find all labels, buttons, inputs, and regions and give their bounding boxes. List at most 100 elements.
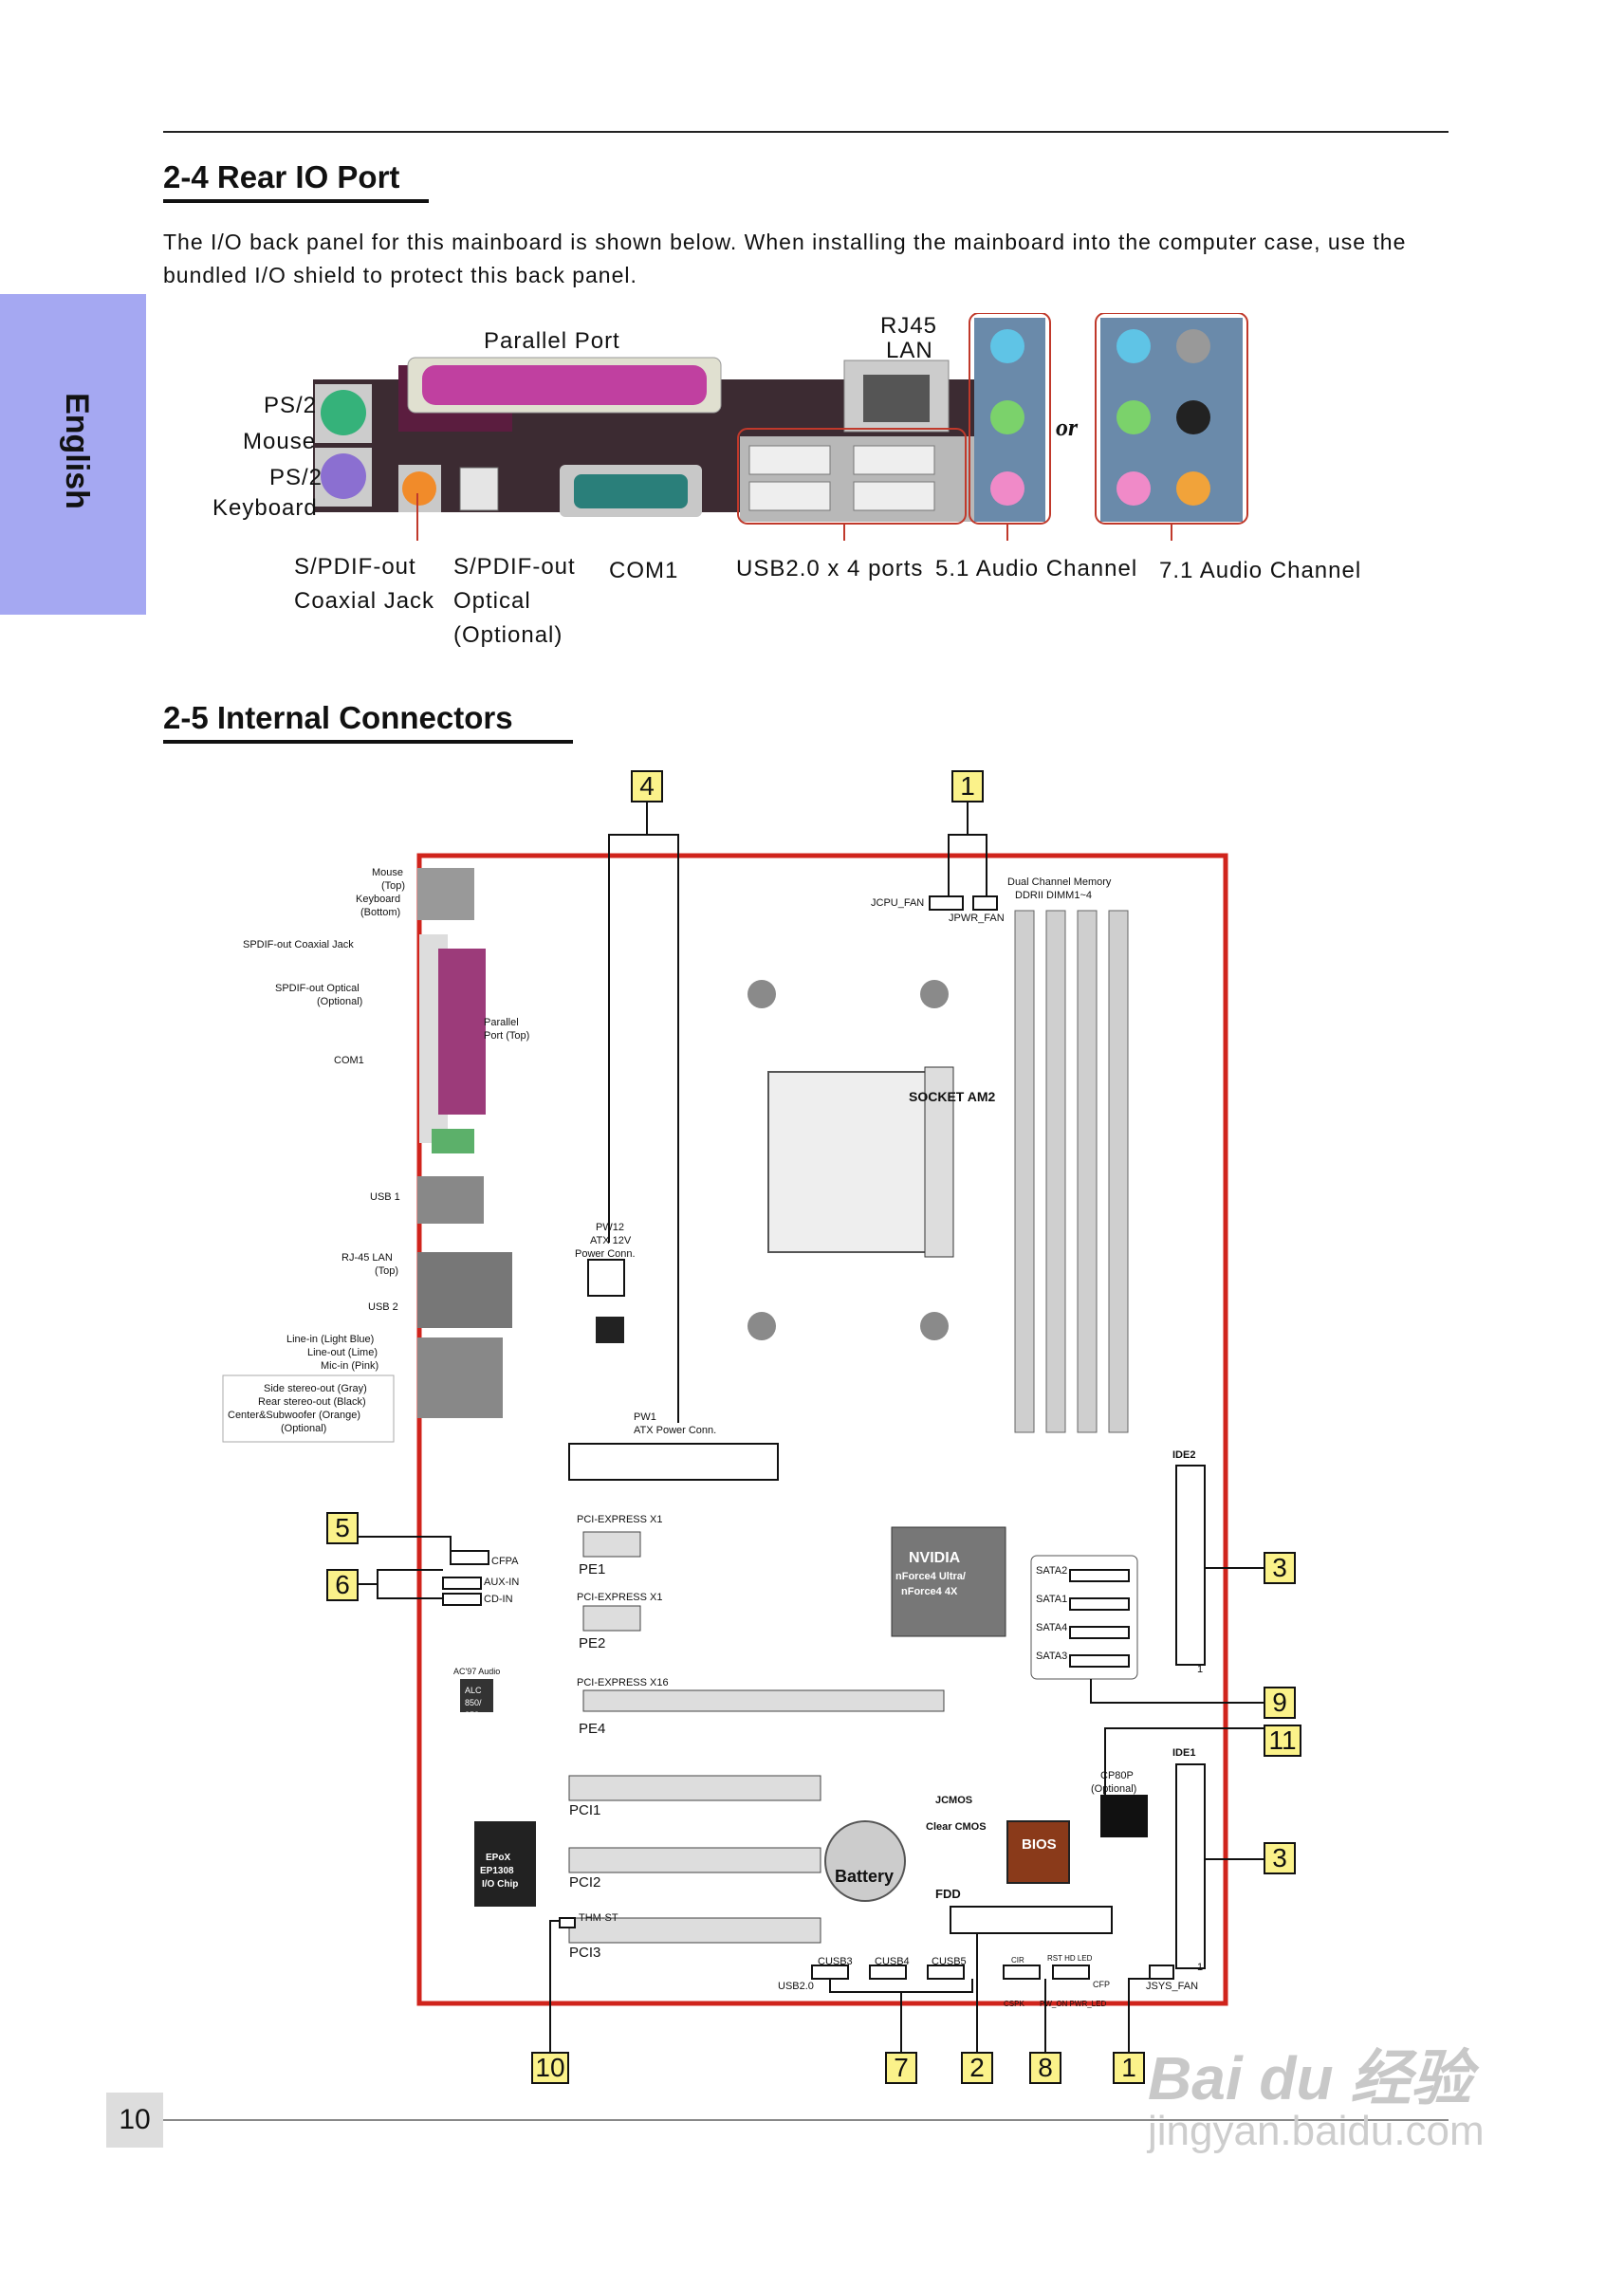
- bl-dimm-2: DDRII DIMM1~4: [1015, 890, 1092, 901]
- bl-cusb4: CUSB4: [875, 1956, 910, 1967]
- label-rj45: RJ45: [880, 313, 938, 339]
- bl-cspk: CSPK: [1004, 2000, 1024, 2008]
- page-number: 10: [106, 2093, 163, 2148]
- bl-line-in: Line-in (Light Blue): [286, 1334, 375, 1345]
- bl-jsys-fan: JSYS_FAN: [1146, 1981, 1199, 1992]
- callout-7: 7: [885, 2052, 917, 2084]
- bl-cfpa: CFPA: [491, 1556, 519, 1567]
- bl-cp80p-opt: (Optional): [1091, 1783, 1137, 1795]
- label-spdif-coax-1: S/PDIF-out: [294, 554, 416, 580]
- bl-cd-in: CD-IN: [484, 1594, 513, 1605]
- bl-sata2: SATA2: [1036, 1565, 1068, 1577]
- label-audio-51: 5.1 Audio Channel: [935, 556, 1138, 581]
- bl-sata3: SATA3: [1036, 1651, 1068, 1662]
- bl-pci3: PCI3: [569, 1945, 601, 1961]
- bl-clear-cmos: Clear CMOS: [926, 1821, 987, 1833]
- label-usb: USB2.0 x 4 ports: [736, 556, 924, 581]
- bl-usb20: USB2.0: [778, 1981, 814, 1992]
- bl-fdd: FDD: [935, 1887, 961, 1901]
- bl-pci2: PCI2: [569, 1874, 601, 1891]
- bl-rj45: RJ-45 LAN: [341, 1252, 393, 1264]
- bl-spdif-coax: SPDIF-out Coaxial Jack: [243, 939, 354, 950]
- bl-cp80p: CP80P: [1100, 1770, 1134, 1781]
- bl-pw12-1: PW12: [596, 1222, 624, 1233]
- bl-line-out: Line-out (Lime): [307, 1347, 378, 1358]
- bl-mouse: Mouse: [372, 867, 404, 878]
- label-keyboard: Keyboard: [212, 495, 318, 521]
- callout-2: 2: [961, 2052, 993, 2084]
- label-spdif-opt-3: (Optional): [453, 622, 563, 648]
- bl-sata1: SATA1: [1036, 1594, 1068, 1605]
- bl-pw1-2: ATX Power Conn.: [634, 1425, 717, 1436]
- callout-3-ide2: 3: [1264, 1552, 1296, 1584]
- bl-sata4: SATA4: [1036, 1622, 1068, 1633]
- bl-com1: COM1: [334, 1055, 364, 1066]
- bl-pe1: PE1: [579, 1561, 606, 1577]
- bl-bottom: (Bottom): [360, 907, 401, 918]
- bl-pwon: PW_ON PWR_LED: [1040, 2000, 1107, 2008]
- label-or: or: [1056, 414, 1079, 441]
- bl-nvidia-3: nForce4 4X: [901, 1586, 958, 1597]
- bl-pw1-1: PW1: [634, 1411, 656, 1423]
- bl-pe4: PE4: [579, 1721, 606, 1737]
- label-ps2-keyboard-a: PS/2: [269, 465, 323, 490]
- mainboard-diagram: [222, 802, 1264, 2068]
- callout-4: 4: [631, 770, 663, 802]
- bl-pcie-x16: PCI-EXPRESS X16: [577, 1677, 669, 1688]
- rear-io-intro: The I/O back panel for this mainboard is…: [163, 230, 1407, 287]
- bl-aux-in: AUX-IN: [484, 1577, 520, 1588]
- label-lan: LAN: [886, 338, 933, 363]
- bl-thm-st: THM-ST: [579, 1912, 618, 1924]
- bl-pe2: PE2: [579, 1635, 606, 1651]
- language-tab: [0, 294, 146, 615]
- bl-optional-2: (Optional): [281, 1423, 327, 1434]
- bl-ac97: AC'97 Audio: [453, 1667, 501, 1676]
- bl-ide2: IDE2: [1172, 1449, 1196, 1461]
- callout-6: 6: [326, 1569, 359, 1601]
- bl-jpwr-fan: JPWR_FAN: [949, 913, 1005, 924]
- bl-top: (Top): [381, 880, 406, 892]
- section-title-underline-2: [163, 740, 573, 744]
- bl-socket: SOCKET AM2: [909, 1089, 996, 1104]
- callout-11: 11: [1264, 1725, 1301, 1757]
- label-parallel-port: Parallel Port: [484, 328, 620, 354]
- callout-9: 9: [1264, 1687, 1296, 1719]
- bl-mic: Mic-in (Pink): [321, 1360, 379, 1372]
- bl-parallel: Parallel: [484, 1017, 519, 1028]
- bl-rst: RST HD LED: [1047, 1954, 1093, 1963]
- bl-pw12-2: ATX 12V: [590, 1235, 632, 1246]
- bl-jcpu-fan: JCPU_FAN: [871, 897, 925, 909]
- bl-pcie-x1-a: PCI-EXPRESS X1: [577, 1514, 663, 1525]
- bl-dimm-1: Dual Channel Memory: [1007, 876, 1112, 888]
- section-title-internal: 2-5 Internal Connectors: [163, 700, 513, 735]
- label-mouse: Mouse: [243, 429, 317, 454]
- callout-5: 5: [326, 1512, 359, 1544]
- label-ps2-mouse-a: PS/2: [264, 393, 318, 418]
- bl-cusb5: CUSB5: [932, 1956, 967, 1967]
- callout-1-bottom: 1: [1113, 2052, 1145, 2084]
- bl-center: Center&Subwoofer (Orange): [228, 1410, 361, 1421]
- language-tab-label-wrap: English: [47, 370, 104, 531]
- watermark-brand: Bai du 经验: [1148, 2044, 1472, 2112]
- bl-pw12-3: Power Conn.: [575, 1248, 636, 1260]
- bl-cfp: CFP: [1093, 1980, 1110, 1989]
- bl-pcie-x1-b: PCI-EXPRESS X1: [577, 1592, 663, 1603]
- bl-cir: CIR: [1011, 1956, 1024, 1965]
- callout-3-ide1: 3: [1264, 1842, 1296, 1874]
- bl-port-top: Port (Top): [484, 1030, 530, 1042]
- rear-io-panel-image: [313, 313, 1248, 541]
- bl-ide1: IDE1: [1172, 1747, 1196, 1759]
- language-tab-label: English: [58, 392, 95, 509]
- bl-keyboard: Keyboard: [356, 894, 401, 905]
- bl-side: Side stereo-out (Gray): [264, 1383, 367, 1394]
- bl-cusb3: CUSB3: [818, 1956, 853, 1967]
- label-audio-71: 7.1 Audio Channel: [1159, 558, 1362, 583]
- callout-1-top: 1: [951, 770, 984, 802]
- watermark-url: jingyan.baidu.com: [1148, 2108, 1485, 2154]
- bl-pin1-ide2: 1: [1197, 1664, 1204, 1675]
- bl-optional: (Optional): [317, 996, 363, 1007]
- top-rule: [163, 131, 1449, 133]
- bl-pci1: PCI1: [569, 1802, 601, 1818]
- footer-rule: [163, 2119, 1449, 2121]
- callout-8: 8: [1029, 2052, 1061, 2084]
